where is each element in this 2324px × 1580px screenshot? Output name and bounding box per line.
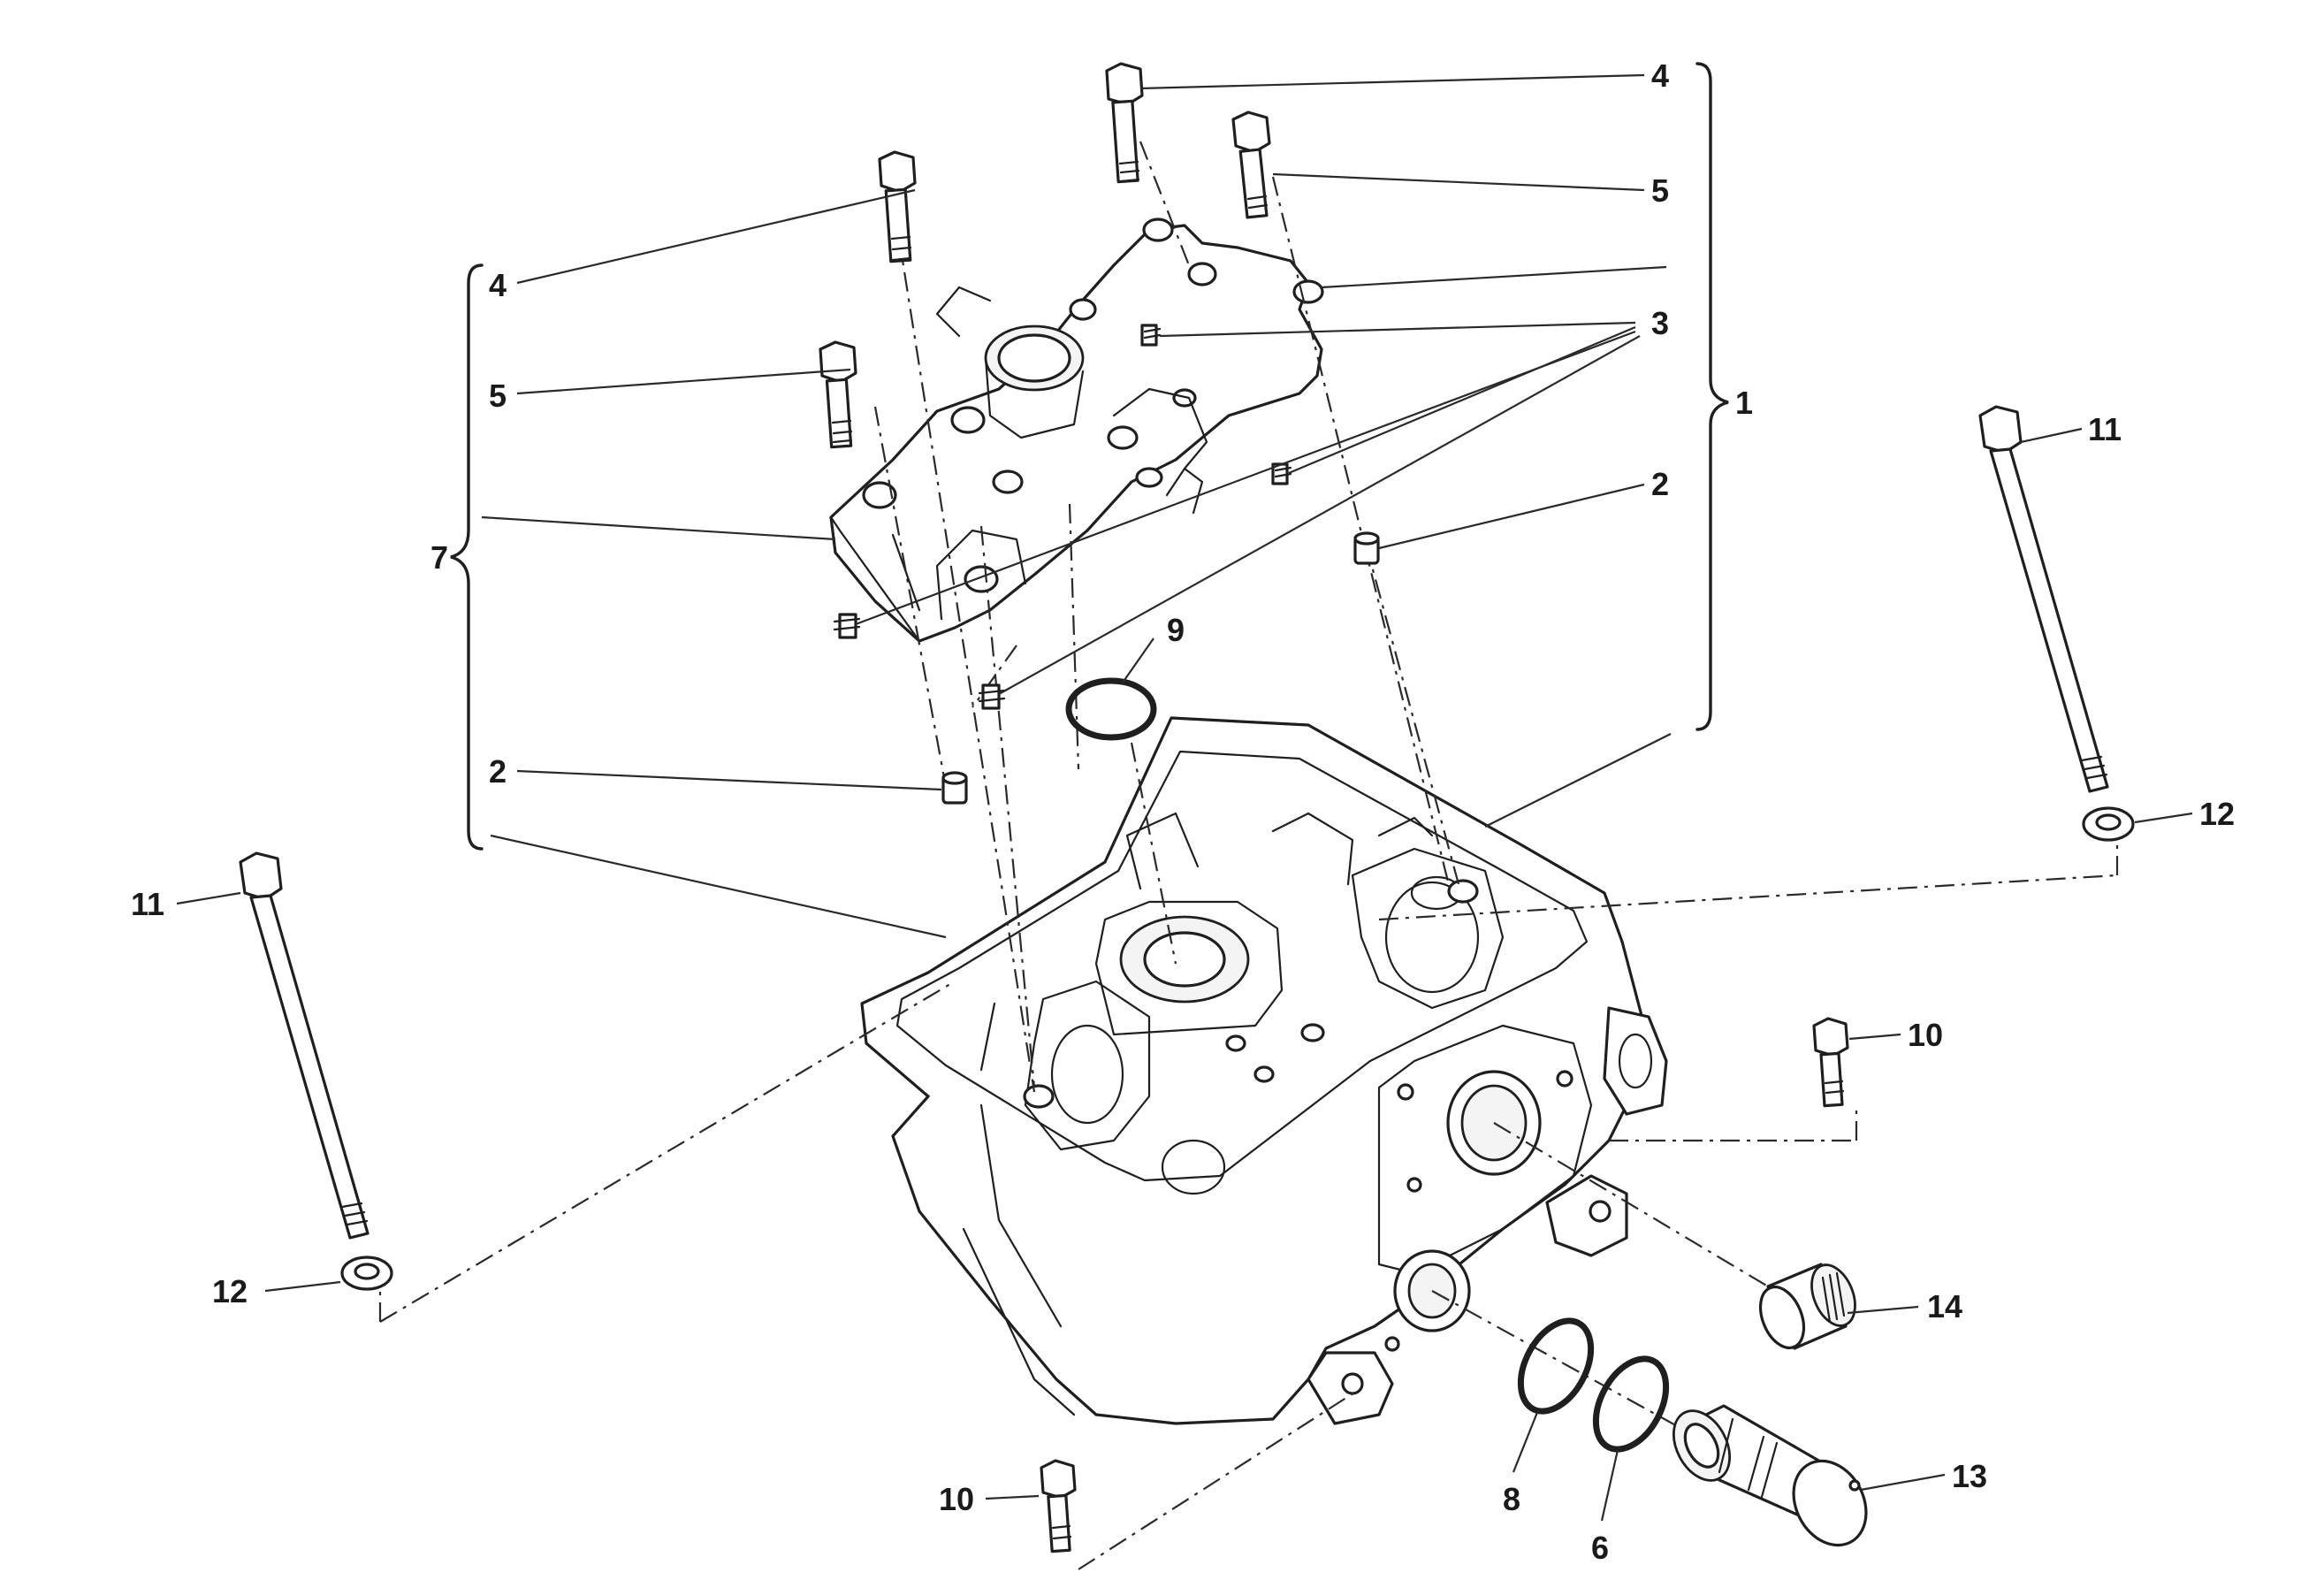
label-part-3: 3 [1651, 305, 1669, 341]
stud-11-left [239, 851, 370, 1240]
bolt-4-upper [1105, 62, 1144, 184]
label-part-2-right: 2 [1651, 466, 1669, 502]
washer-12-right [2082, 806, 2135, 842]
oil-jet-3a [1140, 324, 1162, 347]
label-part-4-top: 4 [1651, 57, 1669, 94]
label-part-13: 13 [1952, 1458, 1987, 1494]
bolt-4-left [878, 150, 917, 263]
label-part-10-bottom: 10 [939, 1481, 974, 1517]
brace-1 [1695, 62, 1729, 731]
label-part-10-right: 10 [1908, 1017, 1943, 1053]
bushing-14 [1758, 1263, 1856, 1350]
label-part-6: 6 [1591, 1530, 1609, 1566]
oil-jet-3c [833, 613, 861, 639]
alignment-lines [378, 141, 2119, 1570]
bolt-5-left [819, 340, 857, 449]
sleeve-13 [1672, 1404, 1868, 1547]
brace-7 [450, 263, 484, 851]
label-part-7: 7 [431, 539, 448, 576]
part-labels: 4 5 3 1 2 4 5 7 2 9 11 12 11 12 10 14 10… [131, 57, 2235, 1566]
label-part-2-left: 2 [489, 753, 507, 790]
dowel-2-right [1353, 531, 1380, 565]
bolt-10-bottom [1040, 1459, 1077, 1553]
stud-11-right [1978, 405, 2109, 793]
label-part-12-left: 12 [212, 1273, 248, 1309]
washer-12-left [340, 1256, 393, 1291]
o-ring-8 [1517, 1317, 1595, 1415]
label-leaders [176, 73, 2193, 1522]
bolt-5-upper [1231, 111, 1271, 219]
label-part-11-right: 11 [2088, 411, 2122, 447]
label-part-1: 1 [1735, 385, 1753, 421]
label-part-8: 8 [1503, 1481, 1520, 1517]
bolt-10-right [1812, 1017, 1849, 1108]
label-part-14: 14 [1927, 1288, 1962, 1324]
label-part-9: 9 [1167, 612, 1185, 648]
cylinder-head [860, 716, 1668, 1425]
oil-jet-3d [978, 683, 1006, 710]
label-part-11-left: 11 [131, 886, 164, 922]
label-part-5-top: 5 [1651, 172, 1669, 209]
dowel-2-left [941, 771, 968, 805]
label-part-12-right: 12 [2199, 796, 2235, 832]
o-ring-6 [1592, 1355, 1670, 1453]
camshaft-carrier [829, 218, 1324, 643]
label-part-4-left: 4 [489, 267, 507, 303]
label-part-5-left: 5 [489, 378, 507, 414]
o-ring-9 [1065, 677, 1157, 741]
